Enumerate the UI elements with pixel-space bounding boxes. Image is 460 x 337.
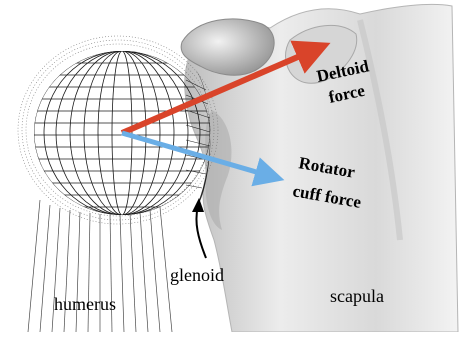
- humerus-label: humerus: [54, 294, 116, 314]
- glenoid-label: glenoid: [170, 265, 224, 285]
- scapula-label: scapula: [330, 286, 384, 306]
- glenoid-pointer-arrowhead: [192, 198, 204, 212]
- glenoid-pointer-arrow: [196, 206, 206, 258]
